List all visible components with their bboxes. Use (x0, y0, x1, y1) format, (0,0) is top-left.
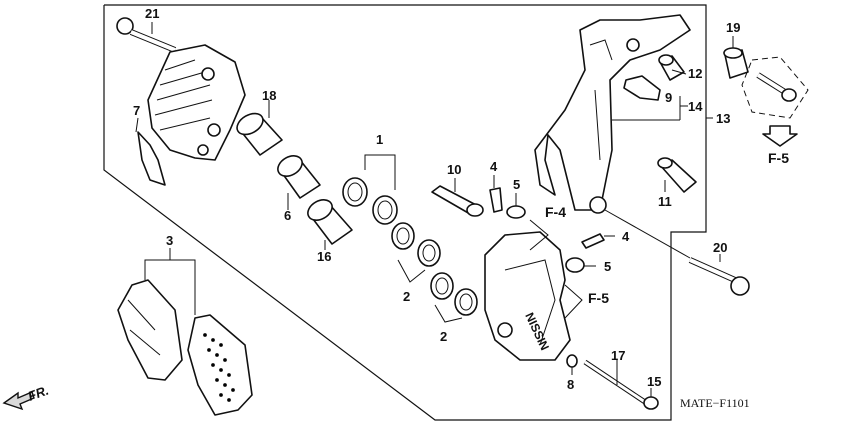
assembly-frame (103, 4, 707, 421)
piston-seals-2b (430, 272, 478, 323)
cap-5-upper (506, 193, 526, 219)
callout-10: 10 (447, 162, 461, 177)
callout-19: 19 (726, 20, 740, 35)
callout-8: 8 (567, 377, 574, 392)
callout-1: 1 (376, 132, 383, 147)
retainer-9 (623, 75, 661, 101)
bolt-20 (688, 254, 750, 296)
callout-17: 17 (611, 348, 625, 363)
brake-pad-left (117, 279, 183, 381)
ref-f5-caliper: F-5 (588, 290, 609, 306)
bleeder-4-lower (581, 233, 615, 249)
pad-spring-7 (135, 117, 166, 186)
callout-5a: 5 (513, 177, 520, 192)
callout-13: 13 (716, 111, 730, 126)
callout-2a: 2 (403, 289, 410, 304)
callout-7: 7 (133, 103, 140, 118)
plug-15 (643, 388, 659, 410)
callout-4b: 4 (622, 229, 630, 244)
ref-f4: F-4 (545, 204, 566, 220)
washer-8 (566, 354, 578, 375)
callout-15: 15 (647, 374, 661, 389)
callout-14: 14 (688, 99, 703, 114)
cap-5-lower (565, 257, 596, 273)
bleeder-4-upper (489, 175, 503, 213)
bolt-21 (116, 17, 177, 53)
direction-label: FR. (26, 383, 51, 404)
sleeve-6 (277, 155, 321, 210)
sleeve-16 (307, 199, 353, 250)
caliper-body: NISSIN (484, 231, 571, 361)
pin-10 (431, 178, 484, 217)
callout-12: 12 (688, 66, 702, 81)
front-direction-arrow (2, 391, 35, 411)
sleeve-18 (236, 100, 283, 156)
callout-3: 3 (166, 233, 173, 248)
callout-4a: 4 (490, 159, 498, 174)
boot-11 (657, 157, 697, 193)
ref-f5-detail: F-5 (768, 150, 789, 166)
piston-seals-1 (342, 154, 398, 225)
callout-16: 16 (317, 249, 331, 264)
diagram-code: MATE−F1101 (680, 396, 750, 410)
callout-6: 6 (284, 208, 291, 223)
callout-11: 11 (658, 194, 672, 209)
caliper-cover (147, 44, 246, 161)
callout-18: 18 (262, 88, 276, 103)
callout-20: 20 (713, 240, 727, 255)
brake-pad-right (187, 314, 253, 416)
callout-9: 9 (665, 90, 672, 105)
collar-19 (723, 36, 749, 79)
detail-dashed-box (741, 56, 809, 119)
boot-12 (658, 54, 685, 81)
caliper-bracket (534, 14, 691, 214)
callout-2b: 2 (440, 329, 447, 344)
pad-pin-17 (583, 359, 647, 405)
piston-seals-2a (391, 222, 441, 283)
callout-21: 21 (145, 6, 159, 21)
ref-arrow-down (762, 125, 798, 147)
callout-5b: 5 (604, 259, 611, 274)
detail-bolt (756, 72, 797, 102)
